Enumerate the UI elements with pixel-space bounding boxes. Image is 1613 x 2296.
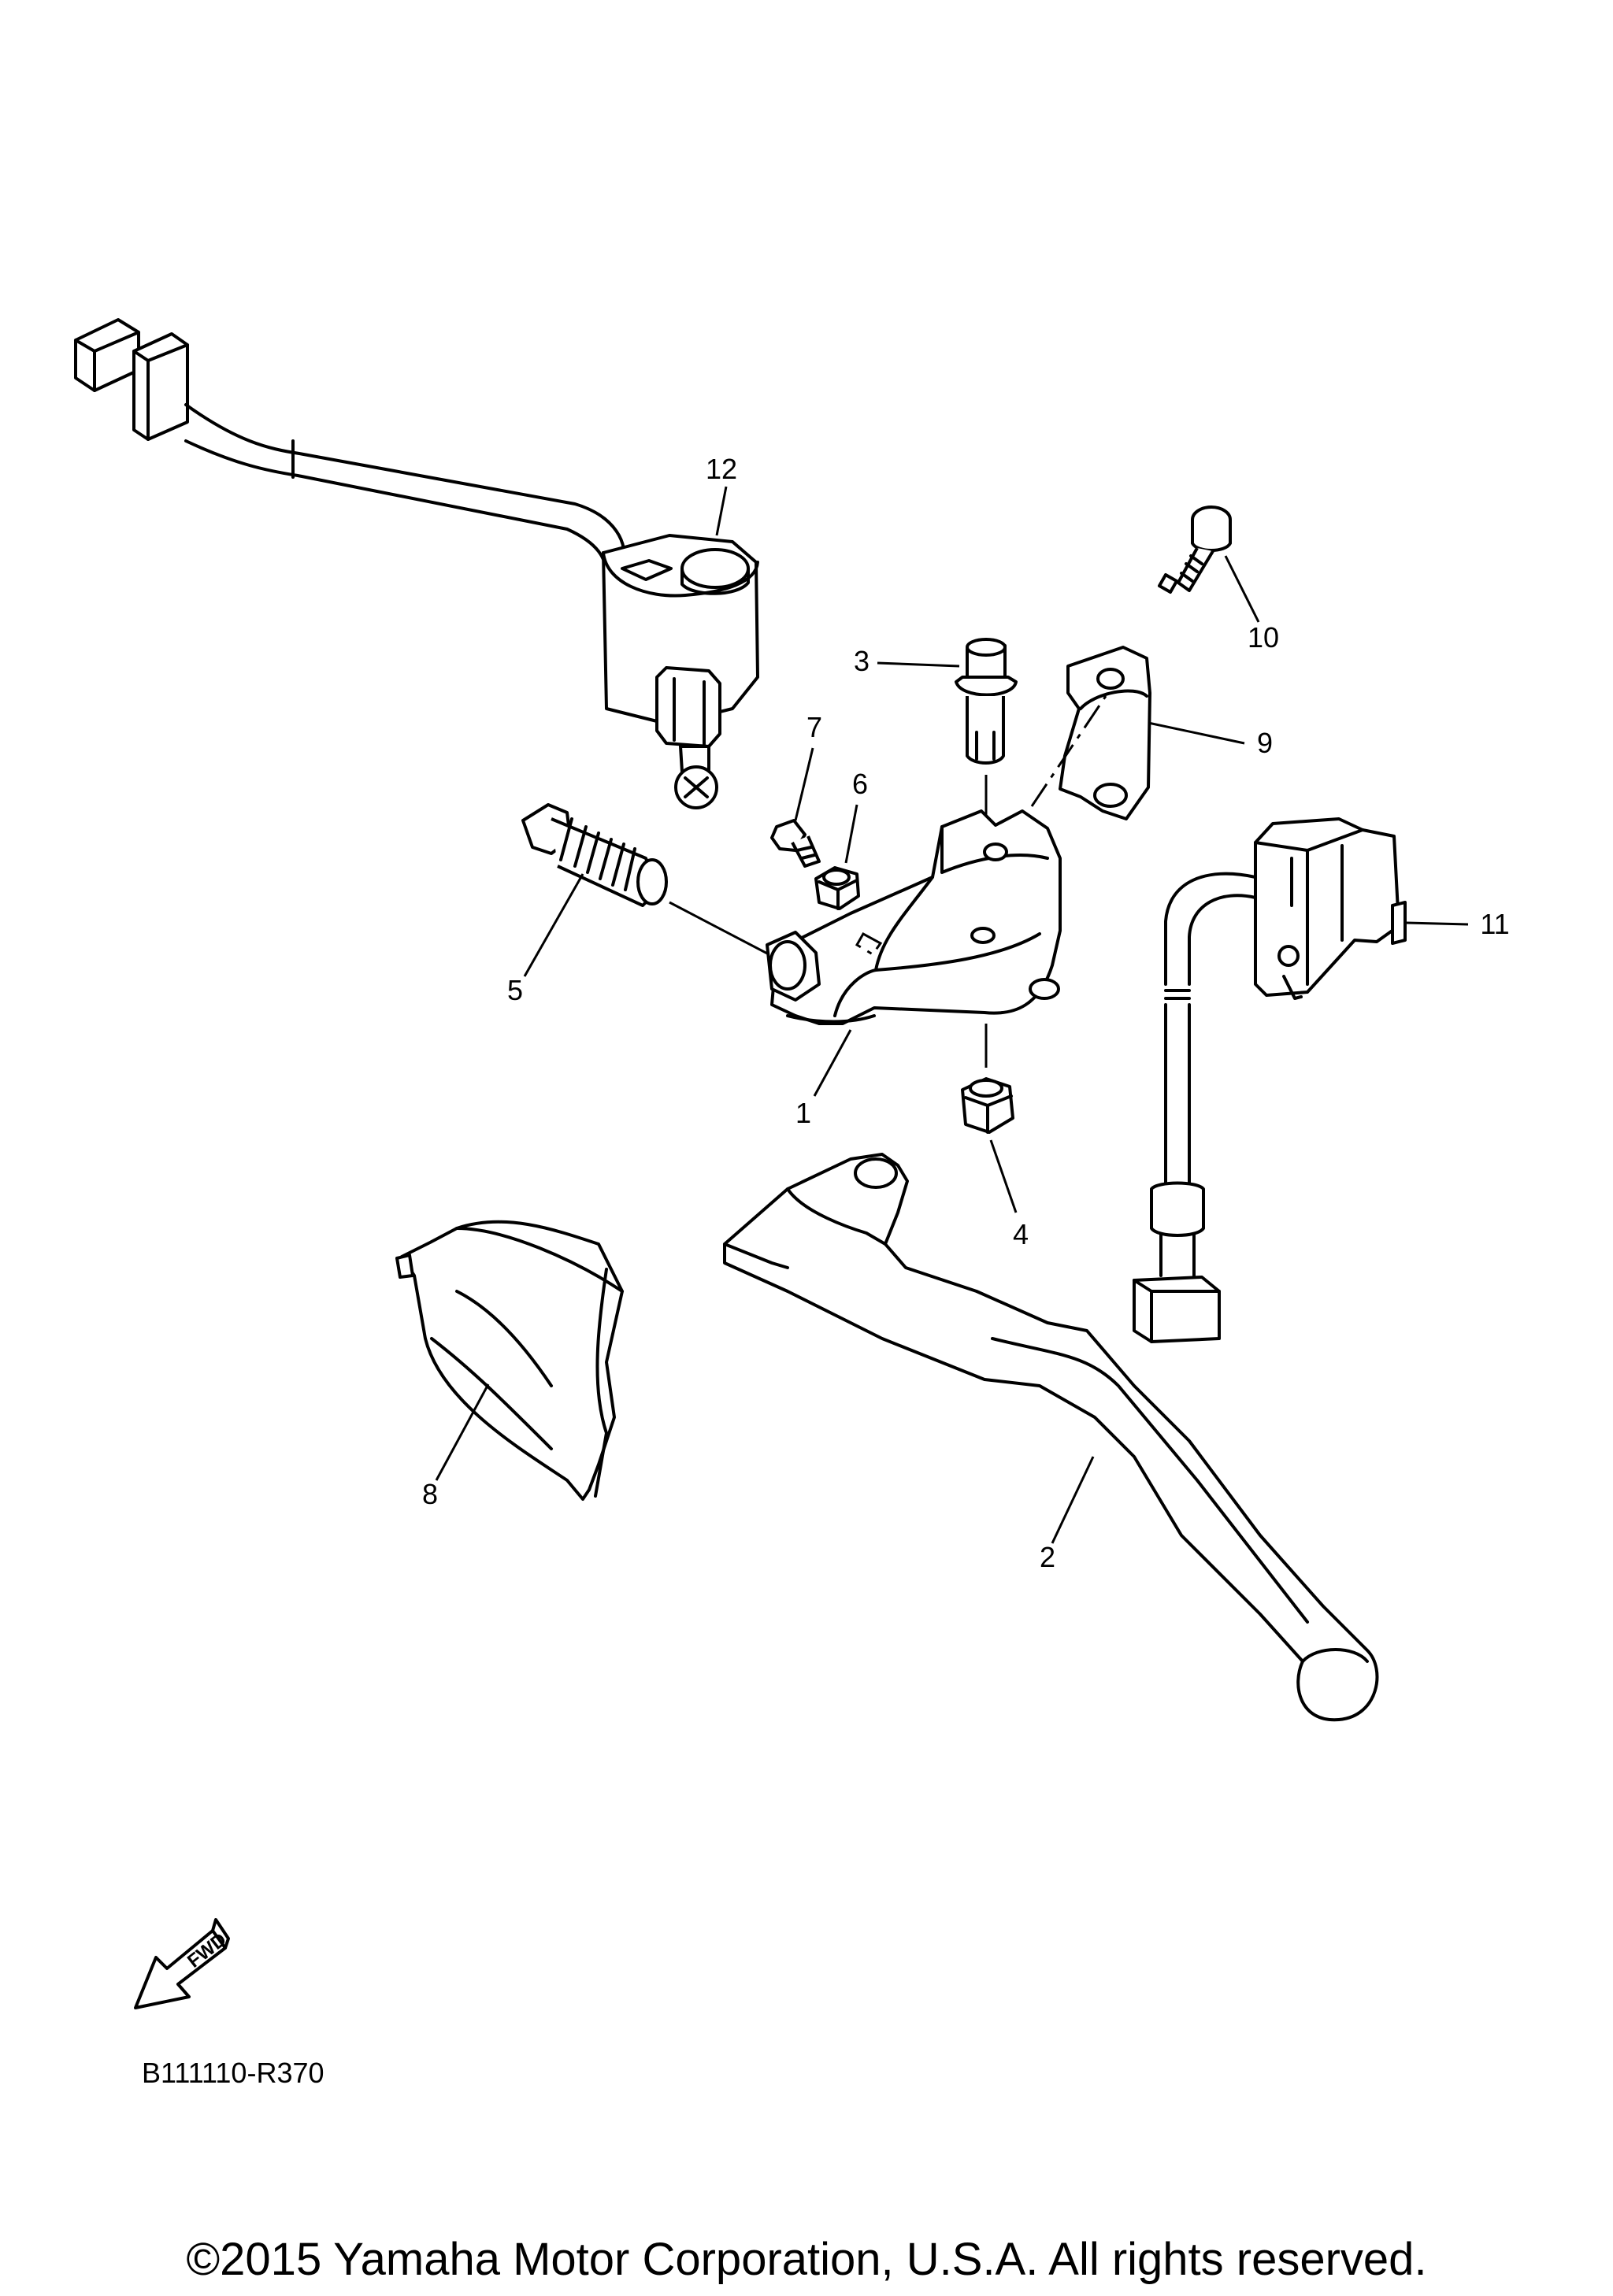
callout-8: 8 (422, 1478, 438, 1510)
callout-4: 4 (1013, 1218, 1029, 1250)
leader-6 (844, 804, 858, 864)
fwd-arrow-icon: FWD (134, 1918, 231, 2009)
leader-9 (1148, 721, 1245, 745)
callout-10: 10 (1248, 621, 1279, 654)
part-8-lever-cover (395, 1220, 624, 1501)
centerline-9 (1030, 695, 1107, 807)
callout-2: 2 (1040, 1541, 1055, 1573)
leader-5 (523, 873, 584, 977)
leader-8 (435, 1383, 490, 1481)
leader-4 (989, 1139, 1018, 1213)
callout-1: 1 (795, 1097, 811, 1129)
leader-1 (813, 1029, 852, 1097)
part-11-switch (1133, 817, 1407, 1343)
callout-9: 9 (1257, 727, 1273, 759)
part-5-adjuster (521, 803, 668, 907)
leader-12 (715, 486, 728, 536)
leader-7 (794, 747, 814, 821)
part-3-pivot-bolt (955, 638, 1018, 765)
part-4-nut (961, 1077, 1014, 1134)
leader-11 (1406, 921, 1469, 926)
callout-7: 7 (806, 711, 822, 743)
copyright-notice: ©2015 Yamaha Motor Corporation, U.S.A. A… (186, 2234, 1427, 2285)
axis-5 (669, 901, 773, 957)
part-9-clamp-holder (1059, 646, 1151, 820)
callout-3: 3 (854, 645, 870, 677)
callout-12: 12 (706, 453, 737, 485)
part-7-adjust-bolt (770, 819, 821, 868)
part-2-lever (723, 1153, 1379, 1722)
leader-10 (1224, 555, 1260, 623)
part-10-screw (1158, 505, 1232, 594)
diagram-code: B111110-R370 (142, 2057, 324, 2089)
callout-11: 11 (1480, 908, 1509, 940)
callout-5: 5 (507, 974, 523, 1006)
part-1-lever-bracket (766, 809, 1062, 1025)
part-12-switch-assembly (74, 318, 759, 809)
part-6-nut (814, 866, 860, 910)
callout-6: 6 (852, 768, 868, 800)
leader-2 (1051, 1456, 1095, 1544)
leader-3 (877, 661, 960, 668)
